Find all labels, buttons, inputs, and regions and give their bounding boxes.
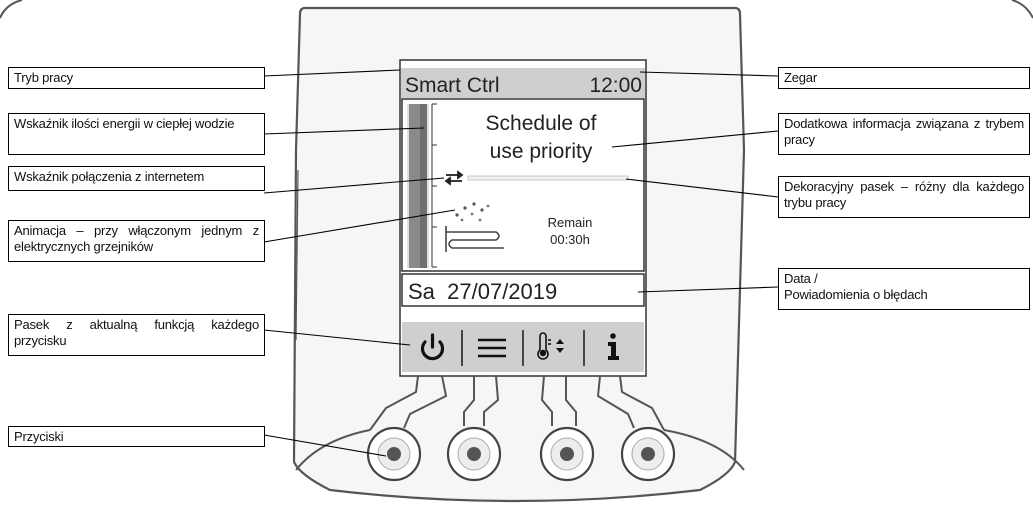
label-dodatkowa-informacja-text: Dodatkowa informacja związana z trybem p… — [784, 116, 1024, 147]
label-przyciski: Przyciski — [8, 426, 265, 447]
leader-dekoracyjny — [625, 178, 779, 198]
label-wskaznik-energii: Wskaźnik ilości energii w ciepłej wodzie — [8, 113, 265, 155]
label-pasek-funkcji: Pasek z aktualną funkcją każdego przycis… — [8, 314, 265, 356]
label-tryb-pracy-text: Tryb pracy — [14, 70, 73, 85]
decorative-bar — [467, 175, 629, 181]
remain-label: Remain — [548, 215, 593, 230]
remain-time: 00:30h — [550, 232, 590, 247]
function-bar-separators — [461, 330, 585, 366]
device-housing-left-edge — [295, 169, 299, 341]
button-3[interactable] — [539, 426, 595, 482]
mode-text: Smart Ctrl — [405, 74, 500, 97]
label-pasek-funkcji-text: Pasek z aktualną funkcją każdego przycis… — [14, 317, 259, 348]
clock-text: 12:00 — [589, 74, 642, 97]
button-stems — [369, 375, 665, 431]
info-icon — [608, 333, 619, 360]
leader-data — [637, 286, 779, 293]
housing-lower-curve-right — [663, 429, 745, 471]
label-dekoracyjny-pasek-text: Dekoracyjny pasek – różny dla każdego tr… — [784, 179, 1024, 210]
power-icon — [420, 333, 445, 361]
leader-tryb-pracy — [263, 69, 401, 77]
label-dekoracyjny-pasek: Dekoracyjny pasek – różny dla każdego tr… — [778, 176, 1030, 218]
leader-dodatkowa — [611, 130, 779, 148]
leader-pasek-funkcji — [263, 329, 411, 346]
content-frame — [401, 98, 645, 272]
label-data-line-2: Powiadomienia o błędach — [784, 287, 928, 302]
info-line-2: use priority — [490, 140, 593, 163]
menu-icon — [478, 338, 506, 358]
energy-bar-ticks — [431, 103, 437, 268]
screen-top-bar — [401, 68, 645, 98]
label-animacja-text: Animacja – przy włączonym jednym z elekt… — [14, 223, 259, 254]
button-4[interactable] — [620, 426, 676, 482]
corner-decoration-left — [0, 0, 23, 19]
label-wskaznik-energii-text: Wskaźnik ilości energii w ciepłej wodzie — [14, 116, 235, 131]
label-animacja: Animacja – przy włączonym jednym z elekt… — [8, 220, 265, 262]
internet-connection-icon — [444, 170, 464, 186]
label-data-line-1: Data / — [784, 271, 818, 286]
heater-animation-icon — [445, 202, 504, 252]
leader-animacja — [263, 209, 456, 243]
housing-lower-curve — [295, 429, 371, 471]
date-text: Sa 27/07/2019 — [408, 279, 557, 304]
corner-decoration-right — [1011, 0, 1033, 19]
label-tryb-pracy: Tryb pracy — [8, 67, 265, 89]
label-zegar: Zegar — [778, 67, 1030, 89]
thermometer-icon — [537, 332, 564, 360]
leader-lines — [263, 69, 779, 457]
energy-bar-highlight — [420, 104, 427, 268]
label-data: Data / Powiadomienia o błędach — [778, 268, 1030, 310]
label-wskaznik-polaczenia: Wskaźnik połączenia z internetem — [8, 166, 265, 191]
button-2[interactable] — [446, 426, 502, 482]
leader-energia — [263, 127, 425, 135]
label-dodatkowa-informacja: Dodatkowa informacja związana z trybem p… — [778, 113, 1030, 155]
leader-przyciski — [263, 434, 387, 457]
label-zegar-text: Zegar — [784, 70, 817, 85]
info-line-1: Schedule of — [486, 112, 597, 135]
date-bar — [401, 273, 645, 307]
button-1[interactable] — [366, 426, 422, 482]
leader-zegar — [639, 71, 779, 77]
label-przyciski-text: Przyciski — [14, 429, 64, 444]
label-wskaznik-polaczenia-text: Wskaźnik połączenia z internetem — [14, 169, 205, 184]
leader-polaczenie — [263, 177, 445, 194]
